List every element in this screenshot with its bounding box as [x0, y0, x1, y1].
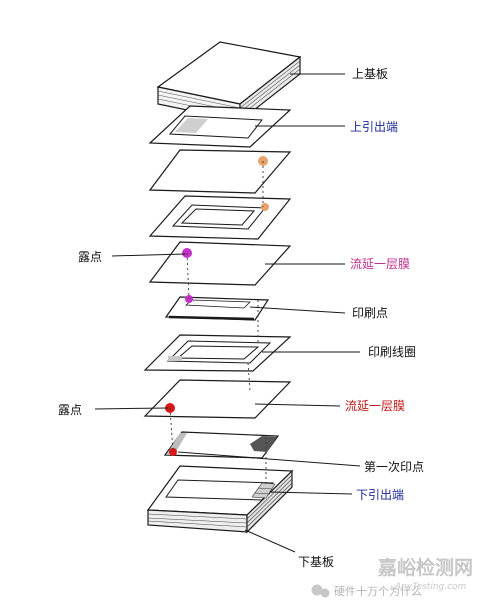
watermark-account: 硬件十万个为什么 [334, 584, 422, 598]
label-cast-layer-2: 流延一层膜 [345, 399, 405, 413]
alignment-guides [169, 161, 267, 484]
orange-dot-4 [261, 203, 269, 211]
cast-layer-2-plate [143, 379, 292, 419]
label-first-print-point: 第一次印点 [364, 460, 424, 474]
label-print-point: 印刷点 [352, 306, 388, 320]
upper-lead-out-plate [148, 105, 292, 148]
wechat-icon [311, 584, 330, 598]
red-dot-9 [169, 448, 177, 456]
watermark-sub: AnyTesting.com [394, 582, 467, 592]
label-lower-lead-out: 下引出端 [356, 488, 404, 502]
label-exposed-point-2: 露点 [58, 403, 82, 417]
plate-with-coil [148, 195, 292, 240]
print-point-strip [164, 295, 270, 321]
watermark: 嘉峪检测网 AnyTesting.com 硬件十万个为什么 [311, 556, 473, 598]
label-cast-layer-1: 流延一层膜 [350, 257, 410, 271]
label-exposed-point-1: 露点 [78, 250, 102, 264]
label-lower-substrate: 下基板 [298, 555, 334, 569]
watermark-main: 嘉峪检测网 [377, 556, 473, 579]
plate-with-orange-dot [148, 149, 292, 194]
lower-substrate-block [146, 465, 294, 534]
label-print-coil: 印刷线圈 [368, 345, 416, 359]
first-print-point-plate [163, 431, 280, 459]
leader-lines [94, 73, 361, 553]
label-upper-lead-out: 上引出端 [350, 120, 398, 134]
print-coil-plate [143, 334, 292, 372]
label-upper-substrate: 上基板 [352, 67, 388, 81]
